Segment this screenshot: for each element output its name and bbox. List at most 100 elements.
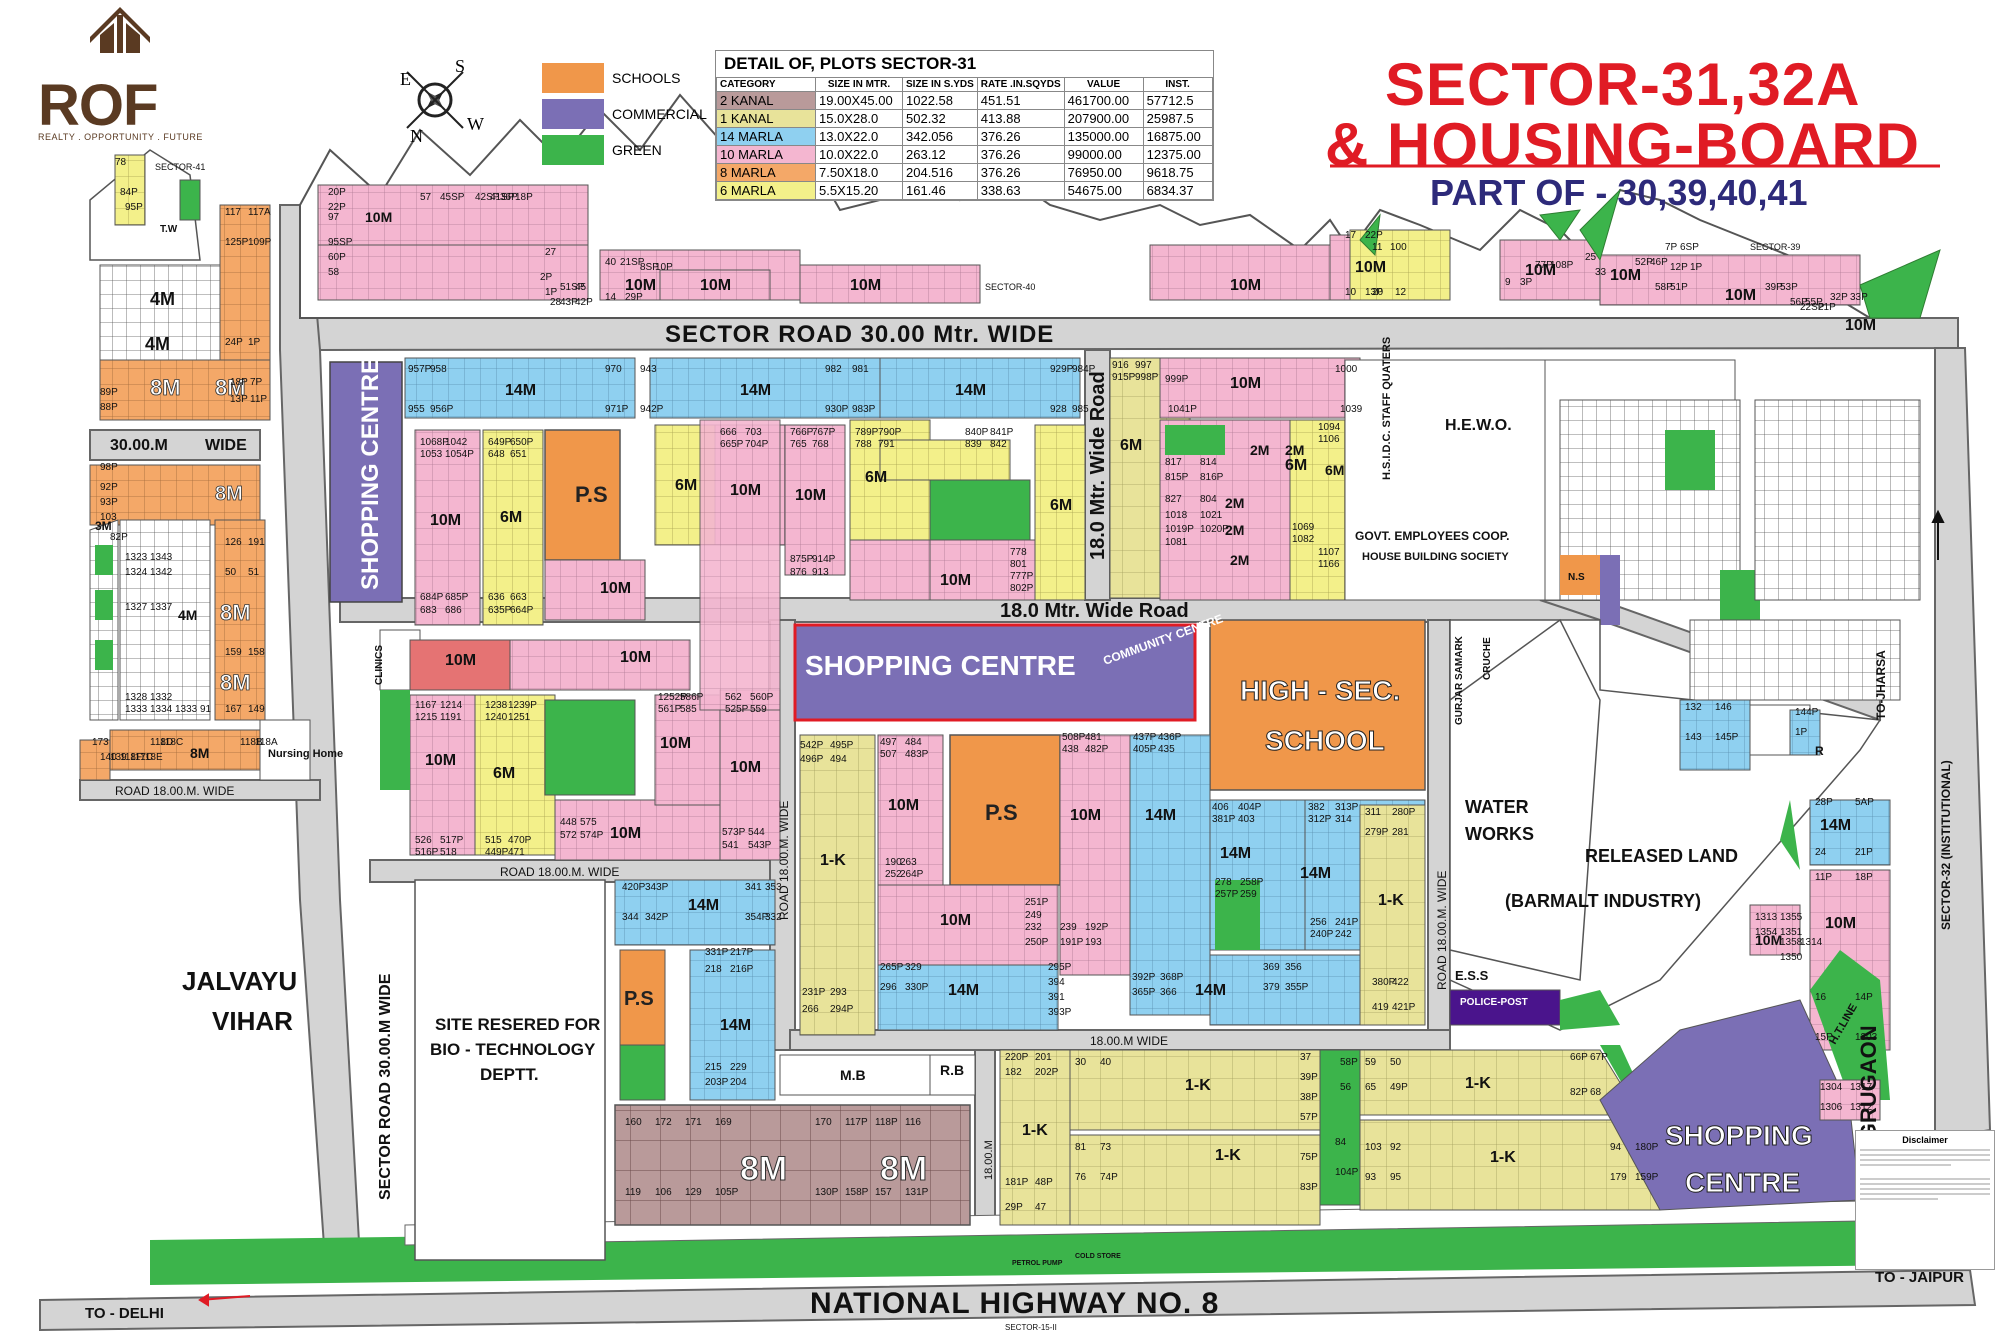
- plot-number: 585: [680, 704, 697, 715]
- plot-number: 18P: [515, 192, 533, 203]
- block-label-14m: 14M: [505, 382, 536, 399]
- plot-number: 25: [1585, 252, 1597, 263]
- plot-number: 55P: [1805, 297, 1823, 308]
- petrol-label: PETROL PUMP: [1012, 1260, 1063, 1267]
- plot-number: 58P: [1655, 282, 1673, 293]
- block-label-2m: 2M: [1230, 552, 1249, 568]
- plot-rate: 338.63: [976, 181, 1065, 200]
- plot-number: 915P: [1112, 372, 1136, 383]
- plot-number: 41SP: [490, 192, 515, 203]
- ns-label: N.S: [1568, 572, 1585, 583]
- plot-number: 544: [748, 827, 765, 838]
- left-wide-label: WIDE: [205, 437, 247, 454]
- plot-number: 876: [790, 567, 807, 578]
- plot-category: 6 MARLA: [716, 181, 816, 200]
- plot-number: 241P: [1335, 917, 1359, 928]
- plot-number: 353: [765, 882, 782, 893]
- plot-number: 239: [1060, 922, 1077, 933]
- plot-number: 943: [640, 364, 657, 375]
- plot-number: 575: [580, 817, 597, 828]
- legend-swatch-green: [542, 135, 604, 165]
- plot-number: 191: [248, 537, 265, 548]
- block-label-14m: 14M: [720, 1017, 751, 1034]
- plot-number: 95: [1390, 1172, 1402, 1183]
- block-label-10m: 10M: [620, 649, 651, 666]
- plot-number: 1018: [1165, 510, 1188, 521]
- plot-number: 92P: [100, 482, 118, 493]
- plot-number: 449P: [485, 847, 509, 858]
- plot-number: 507: [880, 749, 897, 760]
- plot-number: 958: [430, 364, 447, 375]
- plot-number: 117C: [130, 752, 153, 763]
- sector39-label: SECTOR-39: [1750, 242, 1800, 252]
- shopping-centre-block: [793, 623, 1197, 722]
- plot-number: 45: [575, 282, 587, 293]
- plot-number: 816P: [1200, 472, 1224, 483]
- col-header: VALUE: [1063, 77, 1144, 92]
- plot-number: 118D: [150, 737, 173, 748]
- plot-number: 24P: [225, 337, 243, 348]
- plot-number: 419: [1372, 1002, 1389, 1013]
- plot-number: 13P: [230, 394, 248, 405]
- gurjar-label: GURJAR SAMARK: [1454, 635, 1465, 725]
- block-label-10m: 10M: [795, 487, 826, 504]
- legend-item: GREEN: [542, 135, 707, 165]
- plot-number: 1333: [125, 704, 148, 715]
- plot-number: 839: [965, 439, 982, 450]
- compass-w: W: [467, 114, 484, 134]
- plot-number: 802P: [1010, 583, 1034, 594]
- legend-label: GREEN: [612, 142, 662, 158]
- road-texts: SECTOR ROAD 30.00 Mtr. WIDE 18.0 Mtr. Wi…: [85, 162, 1964, 1332]
- high-school-block: [1209, 619, 1426, 791]
- plot-number: 95P: [125, 202, 143, 213]
- road-18m-center-label: 18.0 Mtr. Wide Road: [1000, 600, 1189, 622]
- plot-number: 78: [115, 157, 127, 168]
- block-label-10m: 10M: [1525, 262, 1556, 279]
- block-label-10m: 10M: [1725, 287, 1756, 304]
- plot-number: 180P: [1635, 1142, 1659, 1153]
- plot-number: 801: [1010, 559, 1027, 570]
- plot-number: 9: [1505, 277, 1511, 288]
- plot-rate: 451.51: [976, 91, 1065, 110]
- plot-number: 21P: [1818, 302, 1836, 313]
- title-line-1: SECTOR-31,32A: [1385, 51, 1861, 118]
- hsidc-label: H.S.I.D.C. STAFF QUATERS: [1381, 337, 1393, 480]
- plot-number: 1317: [1850, 1082, 1873, 1093]
- plot-number: 242: [1335, 929, 1352, 940]
- col-header: SIZE IN MTR.: [815, 77, 903, 92]
- plot-rate: 413.88: [976, 109, 1065, 128]
- legend: SCHOOLS COMMERCIAL GREEN: [542, 63, 707, 165]
- plot-number: 778: [1010, 547, 1027, 558]
- plot-number: 766P: [790, 427, 814, 438]
- plot-number: 394: [1048, 977, 1065, 988]
- plot-number: 541: [722, 840, 739, 851]
- block-label-10m: 10M: [1230, 375, 1261, 392]
- r-label: R: [1815, 744, 1824, 758]
- plot-number: 648: [488, 449, 505, 460]
- plot-rate: 376.26: [976, 163, 1065, 182]
- plot-number: 561P: [658, 704, 682, 715]
- plot-number: 65: [1365, 1082, 1377, 1093]
- plot-number: 84P: [120, 187, 138, 198]
- plot-number: 1106: [1318, 434, 1340, 445]
- block-label-14m: 14M: [1195, 982, 1226, 999]
- plot-number: 182: [1005, 1067, 1022, 1078]
- plot-number: 483P: [905, 749, 929, 760]
- plot-number: 704P: [745, 439, 769, 450]
- plot-number: 130P: [815, 1187, 839, 1198]
- plot-number: 100: [1390, 242, 1407, 253]
- plot-number: 914P: [812, 554, 836, 565]
- plot-number: 1240: [485, 712, 508, 723]
- plot-number: 496P: [800, 754, 824, 765]
- plot-number: 768: [812, 439, 829, 450]
- plot-number: 58: [328, 267, 340, 278]
- bio-label-3: DEPTT.: [480, 1065, 539, 1084]
- plot-number: 1323: [125, 552, 148, 563]
- plot-number: 17: [1345, 230, 1357, 241]
- plot-number: 36P: [500, 192, 518, 203]
- plot-number: 24: [1815, 847, 1827, 858]
- plot-number: 49P: [1390, 1082, 1408, 1093]
- highway-label: NATIONAL HIGHWAY NO. 8: [810, 1287, 1219, 1320]
- plot-number: 293: [830, 987, 847, 998]
- plot-number: 817: [1165, 457, 1182, 468]
